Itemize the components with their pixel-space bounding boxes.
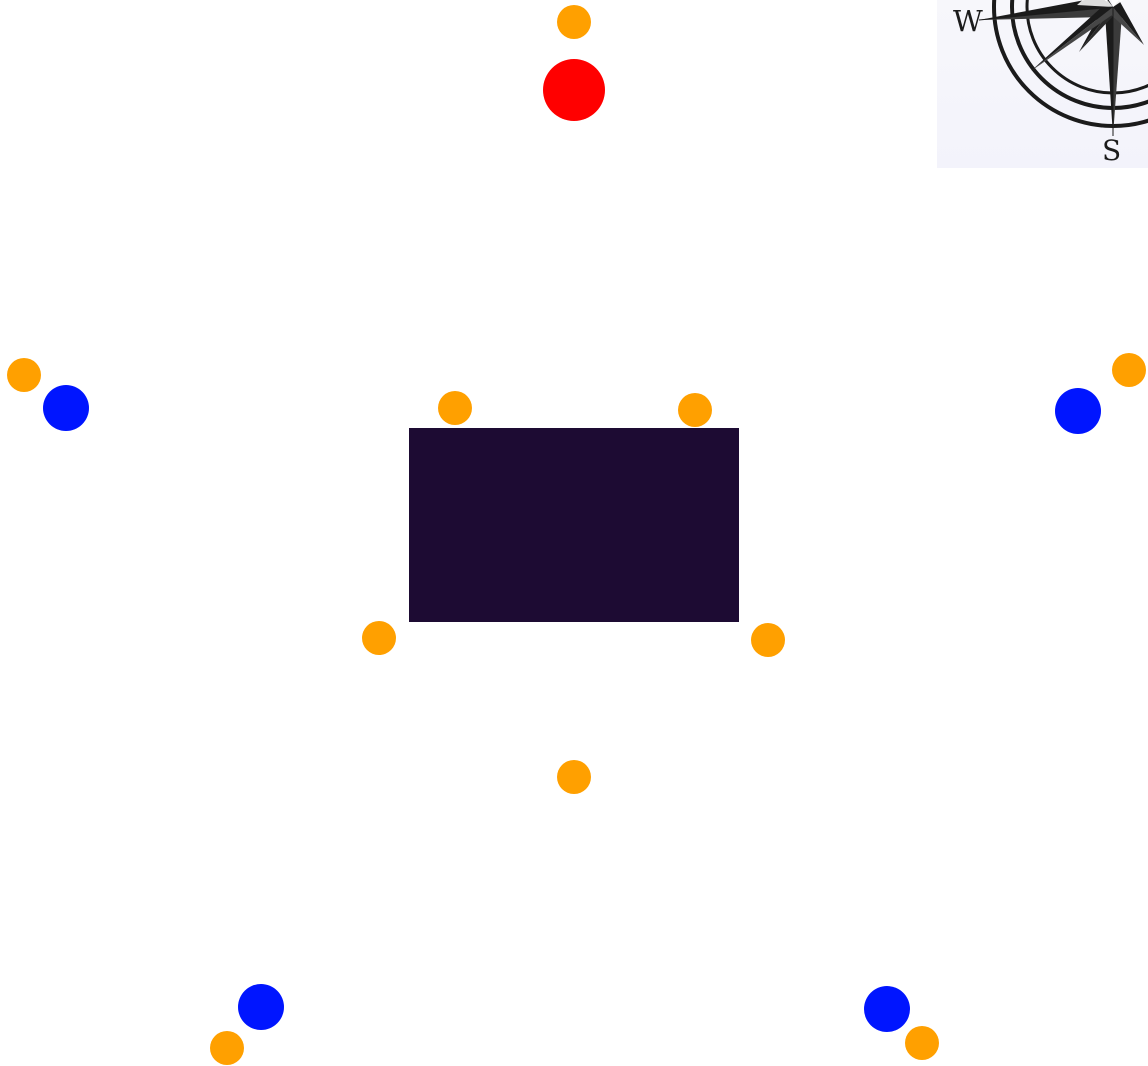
compass-west-label: W: [953, 4, 983, 38]
orange-marker-bottom-left: [210, 1031, 244, 1065]
orange-marker-right: [1112, 353, 1146, 387]
red-marker-top: [543, 59, 605, 121]
orange-marker-table-bottom-right: [751, 623, 785, 657]
orange-marker-bottom-center: [557, 760, 591, 794]
compass-south-label: S: [1102, 134, 1121, 167]
blue-marker-right: [1055, 388, 1101, 434]
central-table: [409, 428, 739, 622]
orange-marker-table-bottom-left: [362, 621, 396, 655]
orange-marker-left: [7, 358, 41, 392]
orange-marker-top: [557, 5, 591, 39]
compass-rose-icon: W S: [937, 0, 1148, 168]
orange-marker-table-top-left: [438, 391, 472, 425]
orange-marker-bottom-right: [905, 1026, 939, 1060]
blue-marker-left: [43, 385, 89, 431]
blue-marker-bottom-right: [864, 986, 910, 1032]
compass-rose: W S: [937, 0, 1148, 168]
blue-marker-bottom-left: [238, 984, 284, 1030]
orange-marker-table-top-right: [678, 393, 712, 427]
